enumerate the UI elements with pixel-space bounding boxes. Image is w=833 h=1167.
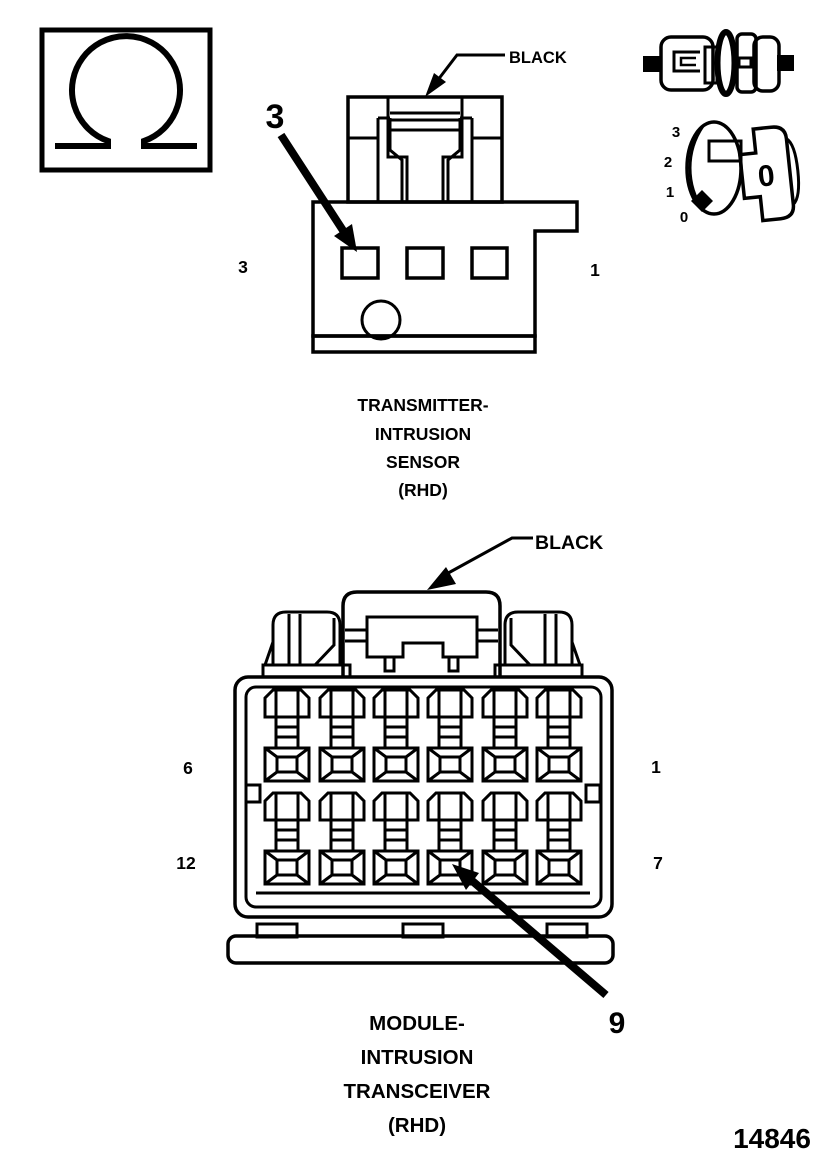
- pin-label-top-right: 1: [651, 757, 661, 777]
- dial-position-2: 2: [664, 154, 672, 171]
- pin-cavity: [535, 791, 583, 886]
- top-pin3-callout: 3: [266, 98, 357, 252]
- ignition-key-position-icon: 0 3 2 1 0: [664, 120, 801, 226]
- dial-position-3: 3: [672, 124, 680, 141]
- pin-label-top-left: 6: [183, 758, 193, 778]
- caption-line: SENSOR: [386, 452, 460, 472]
- pin-label-bottom-right: 7: [653, 853, 663, 873]
- seal-ring-icon: [714, 29, 738, 97]
- pin-label-left: 3: [238, 257, 248, 277]
- latch-tab: [341, 590, 502, 678]
- key-position-label: 0: [756, 159, 776, 194]
- pin-cavity: [263, 688, 311, 783]
- connector-body: [311, 200, 579, 338]
- pin-cavity: [372, 791, 420, 886]
- pin-label-bottom-left: 12: [176, 853, 196, 873]
- pin-cavity-1: [470, 246, 509, 280]
- arrowhead-icon: [425, 73, 446, 97]
- pin-cavity: [481, 791, 529, 886]
- arrowhead-icon: [452, 864, 479, 890]
- figure-number: 14846: [733, 1123, 811, 1154]
- top-black-callout: BLACK: [425, 49, 567, 97]
- dial-position-0: 0: [680, 209, 688, 226]
- connector-body: [233, 675, 614, 919]
- ohmmeter-symbol-icon: [39, 27, 213, 173]
- omega-glyph: [55, 33, 197, 149]
- side-tower-left: [261, 610, 352, 679]
- side-tower-right: [493, 610, 584, 679]
- caption-line: TRANSCEIVER: [344, 1080, 491, 1103]
- transmitter-intrusion-sensor-connector: 3 1: [238, 95, 600, 354]
- pin-cavity-3: [340, 246, 380, 280]
- pin-cavity: [372, 688, 420, 783]
- pin-cavity: [263, 791, 311, 886]
- caption-line: MODULE-: [369, 1012, 465, 1035]
- caption-line: (RHD): [398, 480, 448, 500]
- module-intrusion-transceiver-connector: 6 1 12 7: [176, 590, 663, 965]
- pin-cavity: [426, 688, 474, 783]
- pin-cavity: [481, 688, 529, 783]
- pin-cavity: [318, 791, 366, 886]
- pin-cavity: [318, 688, 366, 783]
- index-hole: [360, 299, 402, 341]
- arrowhead-icon: [427, 567, 456, 590]
- wire-color-label: BLACK: [535, 532, 603, 554]
- connector-mating-icon: [643, 29, 794, 97]
- top-connector-caption: TRANSMITTER- INTRUSION SENSOR (RHD): [357, 395, 488, 500]
- pin-label-right: 1: [590, 260, 600, 280]
- caption-line: INTRUSION: [375, 424, 471, 444]
- key-icon: 0: [737, 125, 801, 223]
- position-marker-icon: [691, 190, 713, 212]
- caption-line: INTRUSION: [361, 1046, 474, 1069]
- callout-number: 9: [609, 1007, 626, 1040]
- callout-number: 3: [266, 98, 285, 136]
- caption-line: TRANSMITTER-: [357, 395, 488, 415]
- bottom-connector-caption: MODULE- INTRUSION TRANSCEIVER (RHD): [344, 1012, 491, 1137]
- bottom-pin9-callout: 9: [452, 864, 625, 1040]
- arrowhead-icon: [334, 224, 357, 252]
- wire-color-label: BLACK: [509, 49, 567, 67]
- dial-position-1: 1: [666, 184, 674, 201]
- pin-cavity-2: [405, 246, 445, 280]
- bottom-black-callout: BLACK: [427, 532, 603, 590]
- pin-cavity: [535, 688, 583, 783]
- caption-line: (RHD): [388, 1114, 446, 1137]
